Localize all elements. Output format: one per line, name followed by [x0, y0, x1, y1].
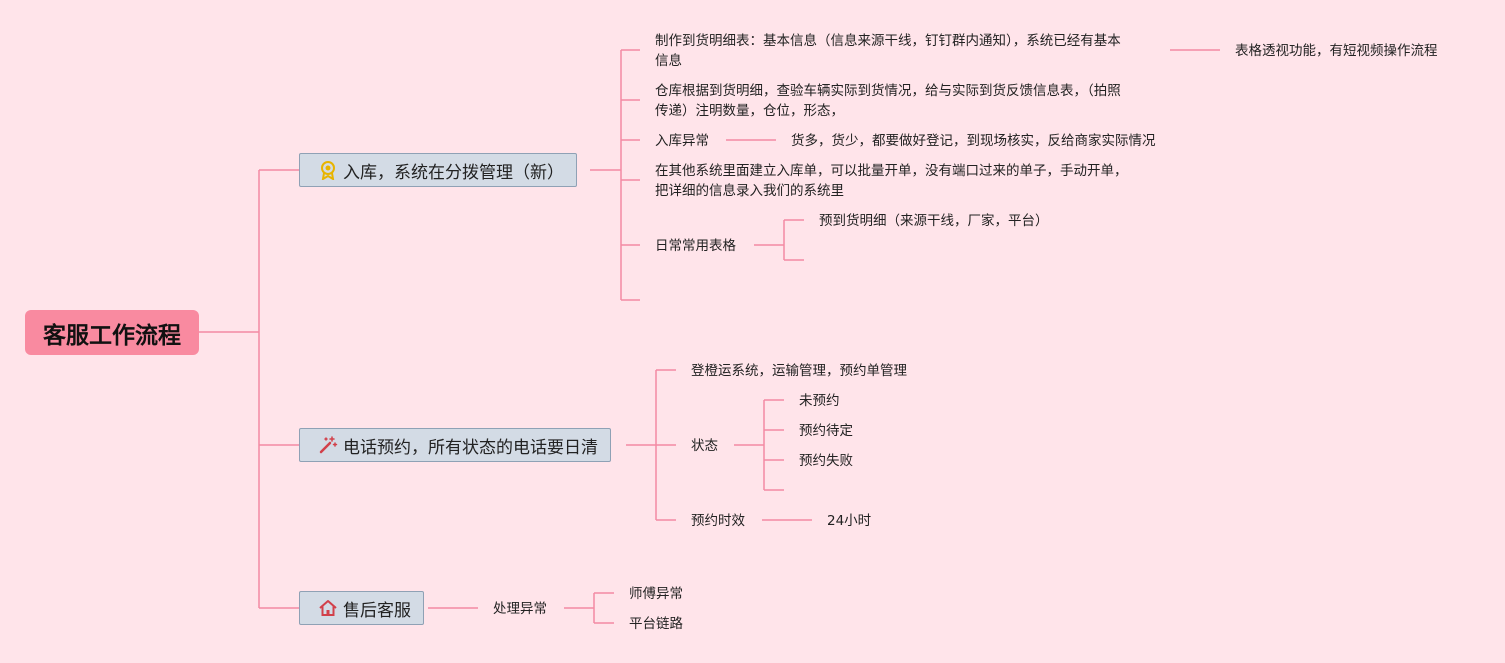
topic-worker-exception[interactable]: 师傅异常	[629, 586, 683, 602]
topic-24-hours[interactable]: 24小时	[827, 513, 872, 529]
branch-phone-booking-label: 电话预约，所有状态的电话要日清	[343, 437, 598, 458]
topic-platform-link[interactable]: 平台链路	[629, 616, 683, 632]
topic-booking-timeliness[interactable]: 预约时效	[691, 513, 745, 529]
magic-wand-icon	[318, 435, 338, 455]
topic-handle-exception[interactable]: 处理异常	[493, 601, 547, 617]
root-topic[interactable]: 客服工作流程	[25, 310, 199, 355]
branch-inbound-label: 入库，系统在分拨管理（新）	[343, 162, 564, 183]
topic-status-pending[interactable]: 预约待定	[799, 423, 853, 439]
branch-after-sales[interactable]: 售后客服	[299, 591, 424, 625]
topic-system-login[interactable]: 登橙运系统，运输管理，预约单管理	[691, 363, 907, 379]
root-title: 客服工作流程	[43, 322, 181, 349]
award-icon	[318, 160, 338, 180]
branch-inbound[interactable]: 入库，系统在分拨管理（新）	[299, 153, 577, 187]
home-icon	[318, 598, 338, 618]
topic-pivot-note[interactable]: 表格透视功能，有短视频操作流程	[1235, 43, 1438, 59]
topic-daily-forms[interactable]: 日常常用表格	[655, 238, 736, 254]
topic-manifest[interactable]: 制作到货明细表：基本信息（信息来源干线，钉钉群内通知），系统已经有基本 信息	[655, 33, 1121, 69]
topic-status[interactable]: 状态	[691, 438, 718, 454]
branch-after-sales-label: 售后客服	[343, 600, 411, 621]
topic-status-failed[interactable]: 预约失败	[799, 453, 853, 469]
topic-arrival-detail[interactable]: 预到货明细（来源干线，厂家，平台）	[819, 213, 1049, 229]
topic-exception-note[interactable]: 货多，货少，都要做好登记，到现场核实，反给商家实际情况	[791, 133, 1156, 149]
topic-create-inbound-order[interactable]: 在其他系统里面建立入库单，可以批量开单，没有端口过来的单子，手动开单， 把详细的…	[655, 163, 1128, 199]
topic-status-not-booked[interactable]: 未预约	[799, 393, 840, 409]
topic-warehouse-check[interactable]: 仓库根据到货明细，查验车辆实际到货情况，给与实际到货反馈信息表，（拍照 传递）注…	[655, 83, 1121, 119]
branch-phone-booking[interactable]: 电话预约，所有状态的电话要日清	[299, 428, 611, 462]
topic-inbound-exception[interactable]: 入库异常	[655, 133, 709, 149]
